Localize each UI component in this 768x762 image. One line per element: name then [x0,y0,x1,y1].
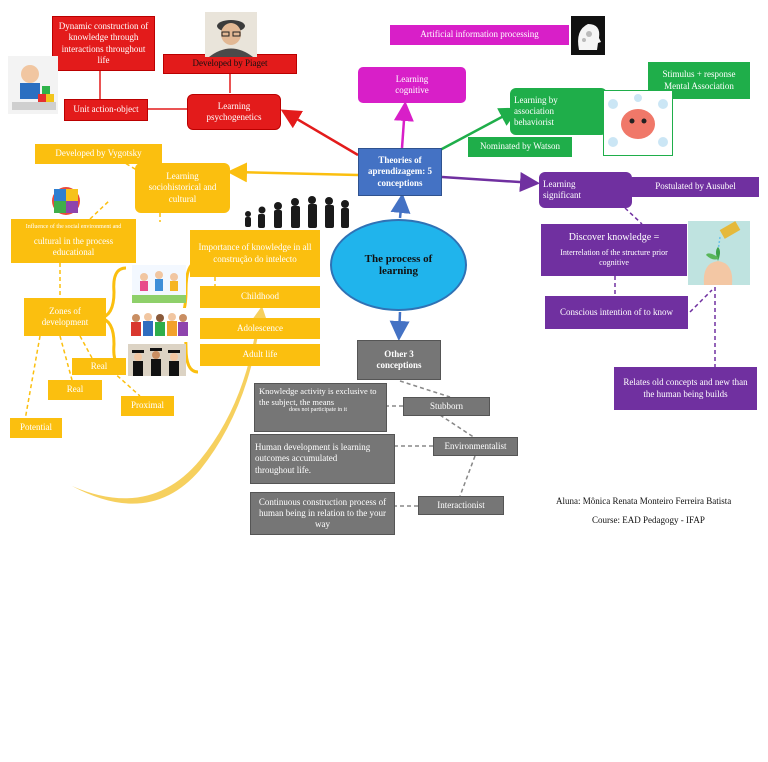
watson-label: Nominated by Watson [479,141,561,152]
arrow-center-to-other3 [389,311,410,341]
significant-node: Learning significant [539,172,632,208]
environmentalist-description-node: Human development is learning outcomes a… [250,434,395,484]
zone-real-1-label: Real [90,360,108,371]
course-credit: Course: EAD Pedagogy - IFAP [592,515,705,525]
zones-development-node: Zones of development [24,298,106,336]
stubborn-description-node: Knowledge activity is exclusive to the s… [254,383,387,432]
sociohistorical-node: Learning sociohistorical and cultural [135,163,230,213]
interactionist-node: Interactionist [418,496,504,515]
zone-potential-label: Potential [20,422,52,433]
vygotsky-node: Developed by Vygotsky [35,144,162,164]
adult-life-label: Adult life [242,349,278,360]
adult-life-node: Adult life [200,344,320,366]
zone-potential: Potential [10,418,62,438]
artificial-processing-label: Artificial information processing [420,29,539,40]
arrow-to-cognitive [393,101,414,149]
artificial-processing-node: Artificial information processing [390,25,569,45]
vygotsky-label: Developed by Vygotsky [55,148,142,159]
adolescence-label: Adolescence [237,322,283,333]
theories-label: Theories of aprendizagem: 5 conceptions [367,155,433,188]
discover-title: Discover knowledge = [568,231,660,243]
environmentalist-description: Human development is learning outcomes a… [255,442,371,475]
dynamic-construction-node: Dynamic construction of knowledge throug… [52,16,155,71]
piaget-portrait-icon [205,12,257,57]
stimulus-response-label: Stimulus + response Mental Association [662,69,736,91]
importance-knowledge-label: Importance of knowledge in all construçã… [198,242,312,264]
childhood-label: Childhood [240,291,279,302]
arrow-to-behaviorist [439,107,520,152]
zone-real-2-label: Real [66,384,84,395]
significant-label: Learning significant [543,178,581,200]
arrow-to-significant [441,172,540,193]
other3-label: Other 3 conceptions [376,348,422,370]
zones-development-label: Zones of development [41,305,89,327]
teenagers-group-icon [128,308,188,342]
unit-action-object-node: Unit action-object [64,99,148,121]
interactionist-label: Interactionist [437,499,485,510]
cultural-label: cultural in the process educational [33,236,114,258]
arrow-to-sociohistorical [227,162,359,183]
conscious-intention-label: Conscious intention of to know [560,306,673,317]
psychogenetics-label: Learning psychogenetics [206,100,262,122]
ausubel-label: Postulated by Ausubel [655,181,736,192]
relates-concepts-node: Relates old concepts and new than the hu… [614,367,757,410]
dynamic-construction-label: Dynamic construction of knowledge throug… [58,21,149,65]
brain-head-icon [571,16,605,55]
behaviorist-label: Learning by association behaviorist [514,94,558,128]
influence-label: Influence of the social environment and [25,223,122,230]
human-evolution-icon [245,196,349,228]
interactionist-description: Continuous construction process of human… [258,496,387,530]
stubborn-description-b: does not participate in it [289,407,347,414]
zone-proximal-label: Proximal [131,400,164,411]
piaget-node: Developed by Piaget [163,54,297,74]
discover-knowledge-node: Discover knowledge = Interrelation of th… [541,224,687,276]
unit-action-object-label: Unit action-object [73,104,139,115]
cultural-process-node: Influence of the social environment and … [11,219,136,263]
environmentalist-label: Environmentalist [444,440,507,451]
other3-node: Other 3 conceptions [357,340,441,380]
psychogenetics-node: Learning psychogenetics [187,94,281,130]
piaget-label: Developed by Piaget [192,58,268,69]
stubborn-label: Stubborn [429,400,463,411]
adolescence-node: Adolescence [200,318,320,339]
center-label: The process of learning [364,253,433,277]
cognitive-node: Learning cognitive [358,67,466,103]
stubborn-description-a: Knowledge activity is exclusive to the s… [259,386,377,407]
zone-real-1: Real [72,358,126,375]
interactionist-description-node: Continuous construction process of human… [250,492,395,535]
environmentalist-node: Environmentalist [433,437,518,456]
graduates-icon [128,344,186,376]
arrow-to-psychogenetics [280,109,359,157]
childhood-node: Childhood [200,286,320,308]
conscious-intention-node: Conscious intention of to know [545,296,688,329]
child-blocks-icon [8,56,58,114]
student-credit: Aluna: Mônica Renata Monteiro Ferreira B… [556,496,732,506]
sociohistorical-label: Learning sociohistorical and cultural [148,171,217,204]
theories-node: Theories of aprendizagem: 5 conceptions [358,148,442,196]
arrow-center-to-theories [390,193,411,219]
cognitive-label: Learning cognitive [395,73,429,95]
zone-real-2: Real [48,380,102,400]
stubborn-node: Stubborn [403,397,490,416]
behaviorist-node: Learning by association behaviorist [510,88,607,135]
discover-body: Interrelation of the structure prior cog… [560,248,668,268]
puzzle-head-icon [52,187,80,215]
center-concept: The process of learning [330,219,467,311]
relates-concepts-label: Relates old concepts and new than the hu… [623,377,748,399]
growing-mind-icon [688,221,750,285]
brain-network-icon [603,90,673,156]
importance-knowledge-node: Importance of knowledge in all construçã… [190,230,320,277]
children-playing-icon [132,265,186,303]
stimulus-response-node: Stimulus + response Mental Association [648,62,750,99]
ausubel-node: Postulated by Ausubel [632,177,759,197]
zone-proximal: Proximal [121,396,174,416]
watson-node: Nominated by Watson [468,137,572,157]
